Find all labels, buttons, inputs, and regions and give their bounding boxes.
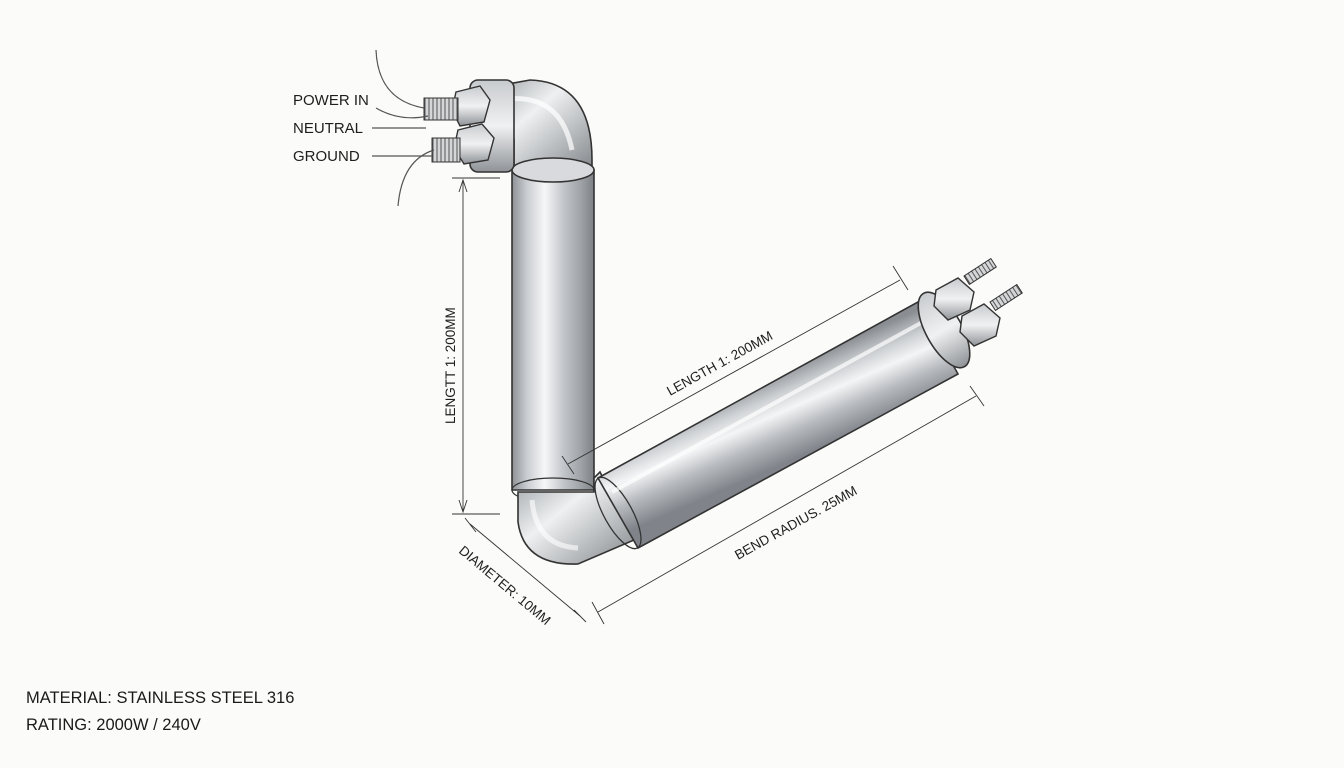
spec-material: MATERIAL: STAINLESS STEEL 316 <box>26 689 295 707</box>
diagonal-tube <box>594 300 960 550</box>
label-neutral: NEUTRAL <box>293 120 363 137</box>
right-end-fitting <box>917 257 1023 369</box>
spec-rating: RATING: 2000W / 240V <box>26 716 201 734</box>
label-power-in: POWER IN <box>293 92 369 109</box>
vertical-tube <box>511 157 595 503</box>
dim-bend-radius: BEND RADIUS. 25MM <box>732 483 859 563</box>
label-ground: GROUND <box>293 148 360 165</box>
dimension-lines <box>452 177 985 625</box>
dim-vertical-length: LENGTT 1: 200MM <box>443 307 458 424</box>
left-terminal-fitting <box>423 79 515 173</box>
dim-horizontal-length: LENGTH 1: 200MM <box>664 328 775 399</box>
bottom-elbow <box>517 470 636 565</box>
wires <box>372 49 435 207</box>
